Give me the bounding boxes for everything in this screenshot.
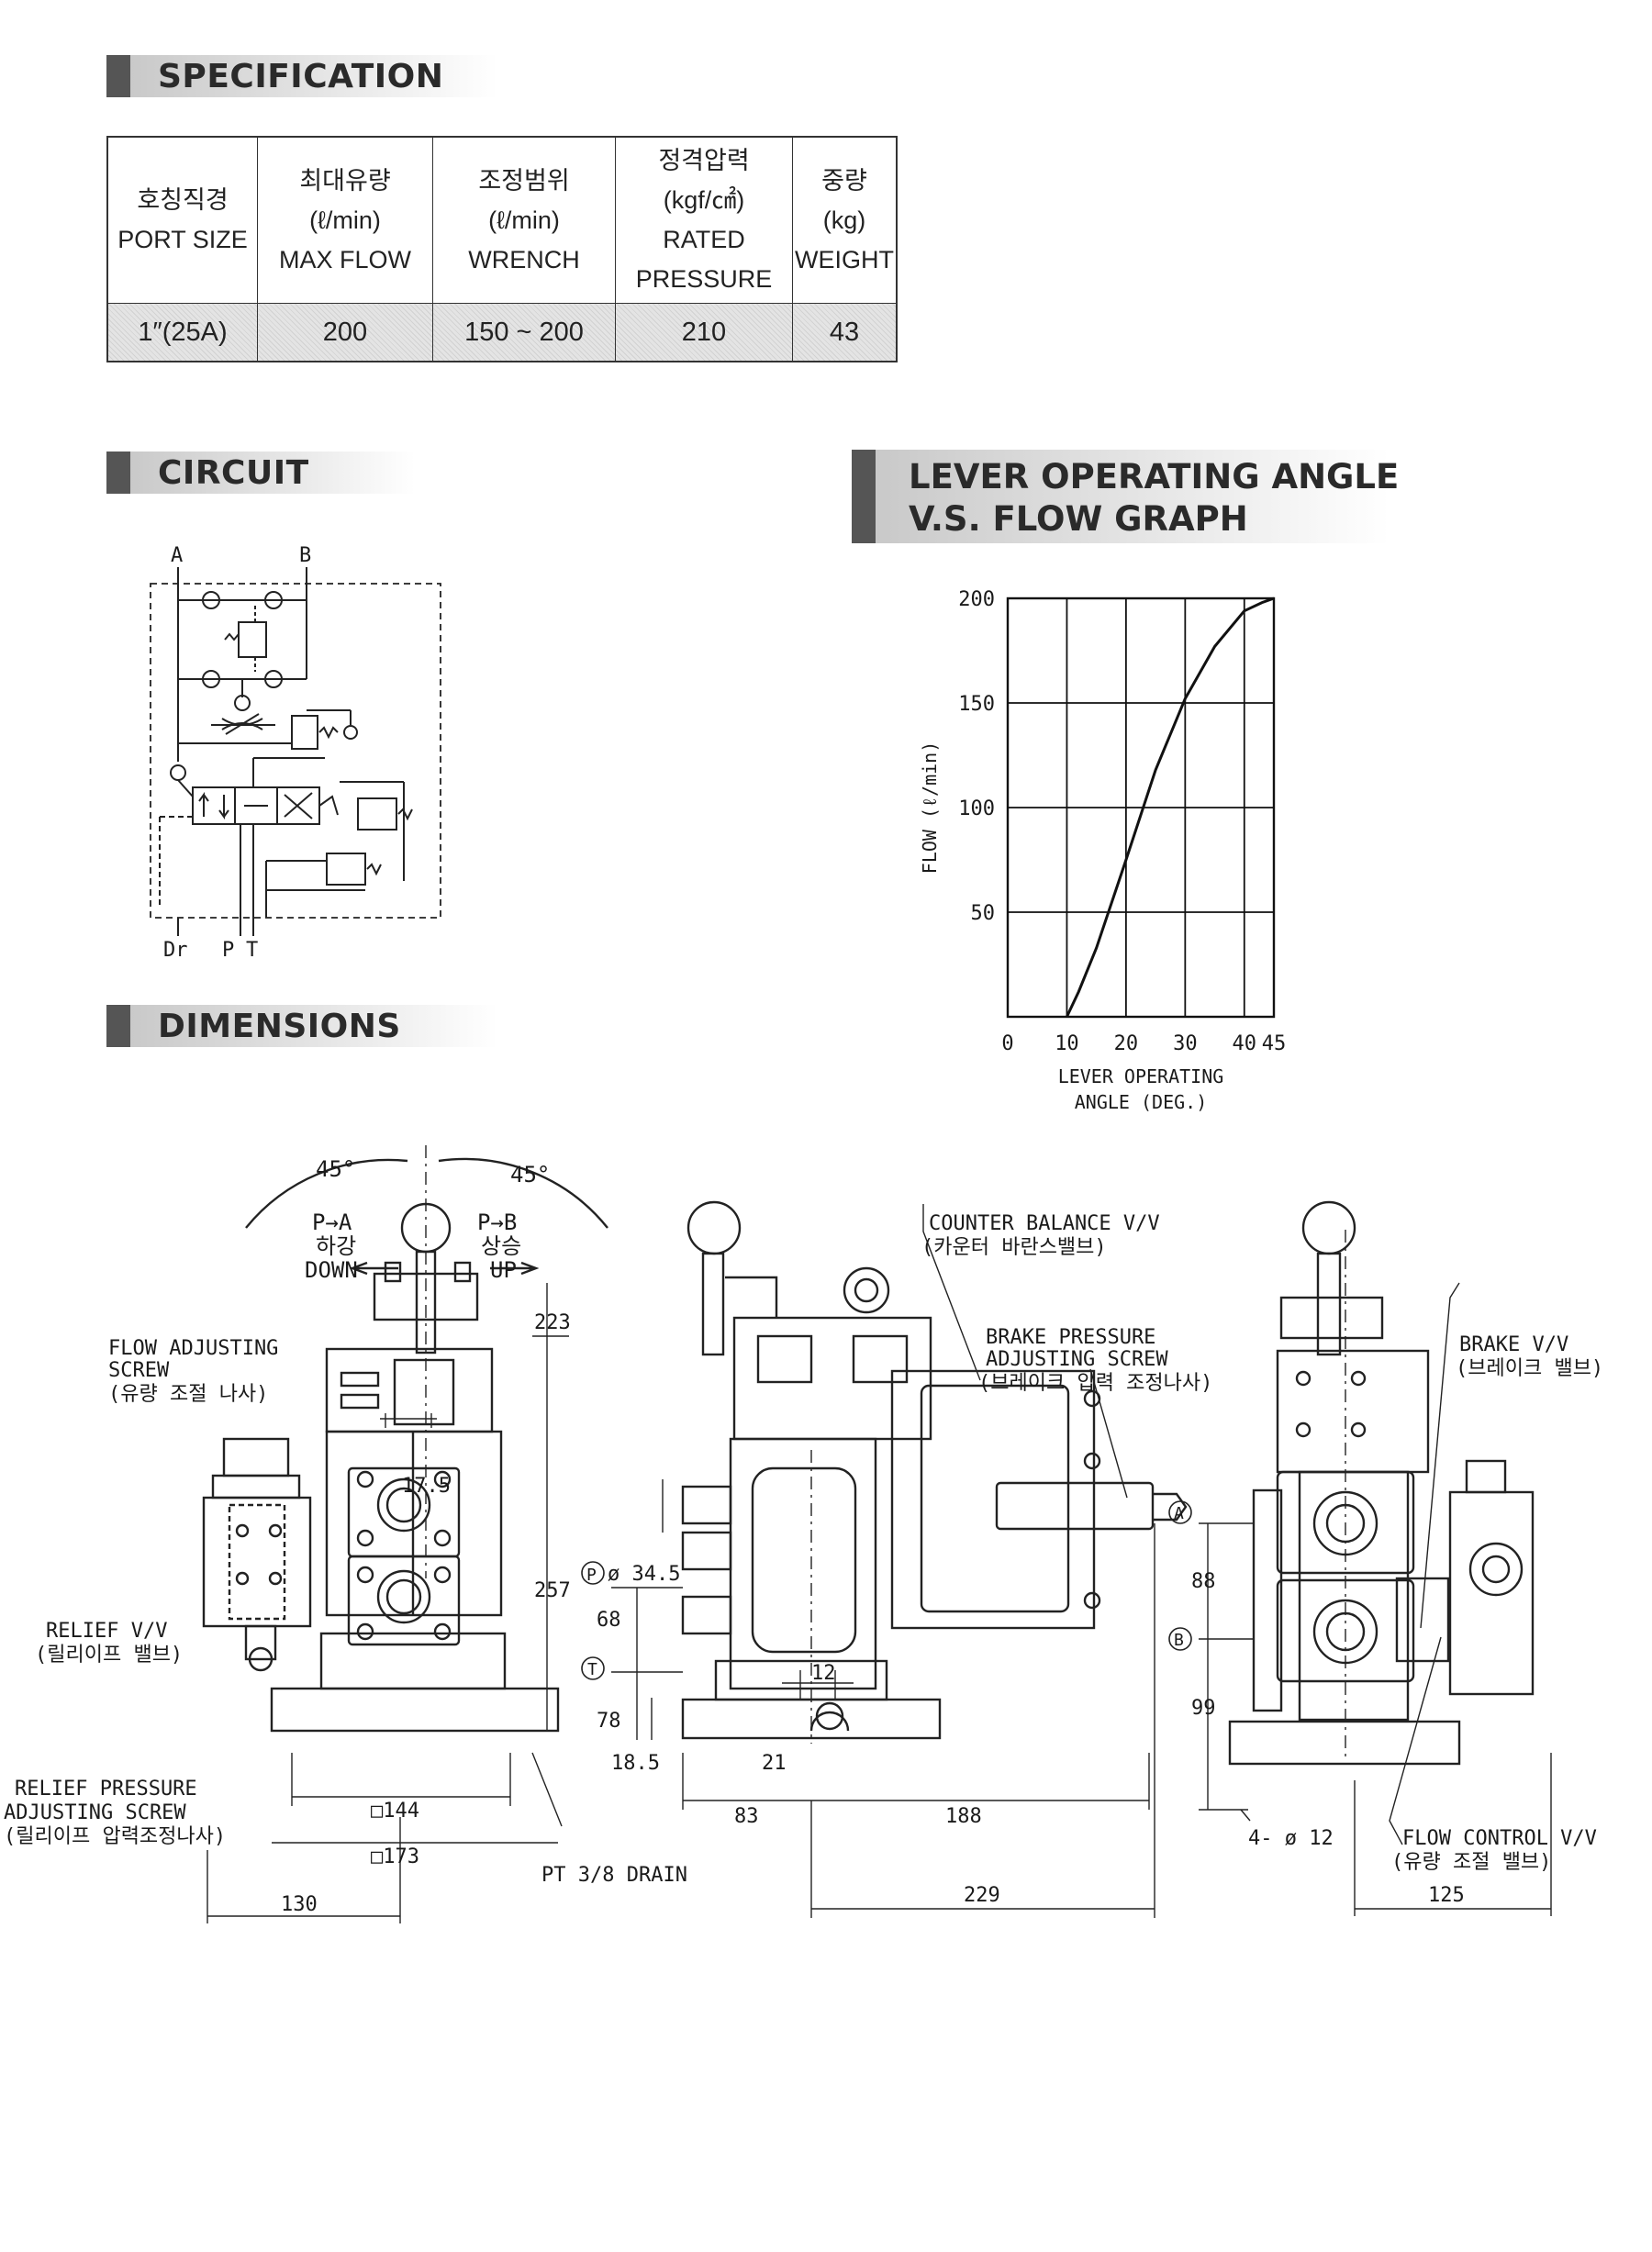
- label-relief-vv-1: RELIEF V/V: [46, 1620, 167, 1643]
- dim-angle-left: 45°: [316, 1156, 355, 1182]
- circuit-diagram: A B Dr P T: [150, 544, 441, 962]
- spec-value-port-size: 1″(25A): [106, 303, 258, 362]
- section-title: DIMENSIONS: [158, 1007, 401, 1045]
- circuit-port-b: B: [299, 544, 311, 567]
- series-line: [1066, 596, 1275, 1018]
- label-brake-pressure-1: BRAKE PRESSURE: [986, 1326, 1155, 1349]
- dim-229: 229: [964, 1884, 1000, 1907]
- label-counter-balance-2: (카운터 바란스밸브): [921, 1236, 1107, 1259]
- port-label-p: P: [586, 1566, 597, 1585]
- spec-value-wrench: 150 ~ 200: [432, 303, 616, 362]
- spec-header-cell: 조정범위(ℓ/min)WRENCH: [432, 136, 616, 304]
- dim-99: 99: [1191, 1697, 1216, 1720]
- dim-188: 188: [945, 1805, 982, 1828]
- label-flow-control-1: FLOW CONTROL V/V: [1402, 1827, 1597, 1850]
- label-relief-vv-2: (릴리이프 밸브): [35, 1644, 183, 1667]
- dimensions-drawing: 45° 45° P→A 하강 DOWN P→B 상승 UP FLOW ADJUS…: [4, 1145, 1603, 1923]
- y-tick-label: 100: [958, 797, 995, 820]
- x-axis-label-line2: ANGLE (DEG.): [1075, 1091, 1208, 1113]
- circuit-port-p: P: [222, 939, 234, 962]
- y-axis-label: FLOW (ℓ/min): [919, 741, 941, 874]
- port-label-b: B: [1174, 1631, 1184, 1650]
- section-header-circuit: CIRCUIT: [106, 452, 415, 494]
- dim-78: 78: [597, 1710, 621, 1733]
- dim-holes: 4- ø 12: [1248, 1827, 1334, 1850]
- dim-125: 125: [1428, 1884, 1465, 1907]
- section-title: SPECIFICATION: [158, 57, 444, 95]
- x-tick-label: 45: [1262, 1032, 1287, 1055]
- spec-header-cell: 최대유량(ℓ/min)MAX FLOW: [257, 136, 433, 304]
- dim-21: 21: [762, 1752, 787, 1775]
- label-flow-adjusting-2: SCREW: [108, 1359, 170, 1382]
- section-header-dimensions: DIMENSIONS: [106, 1005, 497, 1047]
- dim-130: 130: [281, 1893, 318, 1916]
- x-tick-label: 0: [1001, 1032, 1013, 1055]
- spec-value-max-flow: 200: [257, 303, 433, 362]
- dim-right-direction: P→B: [477, 1210, 517, 1235]
- circuit-port-dr: Dr: [163, 939, 188, 962]
- dim-left-direction: P→A: [312, 1210, 352, 1235]
- section-title: CIRCUIT: [158, 453, 309, 492]
- x-tick-label: 20: [1114, 1032, 1139, 1055]
- dim-34-5: ø 34.5: [608, 1563, 680, 1586]
- port-label-t: T: [587, 1660, 597, 1679]
- dim-83: 83: [734, 1805, 759, 1828]
- circuit-port-a: A: [171, 544, 183, 567]
- dim-right-en: UP: [490, 1257, 517, 1283]
- dim-left-ko: 하강: [316, 1233, 356, 1259]
- label-relief-pressure-3: (릴리이프 압력조정나사): [4, 1825, 226, 1848]
- dim-257: 257: [534, 1579, 571, 1602]
- label-relief-pressure-2: ADJUSTING SCREW: [4, 1801, 186, 1824]
- circuit-port-t: T: [246, 939, 258, 962]
- label-brake-pressure-2: ADJUSTING SCREW: [986, 1348, 1168, 1371]
- dim-17-5: 17.5: [402, 1475, 451, 1498]
- x-axis-label-line1: LEVER OPERATING: [1058, 1065, 1224, 1087]
- dim-18-5: 18.5: [611, 1752, 660, 1775]
- x-tick-label: 30: [1173, 1032, 1198, 1055]
- label-flow-adjusting-1: FLOW ADJUSTING: [108, 1337, 278, 1360]
- graph-title-line2: V.S. FLOW GRAPH: [909, 499, 1248, 539]
- dim-right-ko: 상승: [481, 1233, 521, 1259]
- x-tick-label: 40: [1233, 1032, 1257, 1055]
- dim-144: □144: [371, 1800, 419, 1823]
- dim-223: 223: [534, 1311, 571, 1334]
- port-label-a: A: [1174, 1504, 1184, 1523]
- y-tick-label: 50: [971, 902, 996, 925]
- section-header-graph: LEVER OPERATING ANGLE V.S. FLOW GRAPH: [852, 450, 1399, 543]
- label-flow-adjusting-3: (유량 조절 나사): [108, 1383, 268, 1406]
- dim-68: 68: [597, 1609, 621, 1632]
- label-relief-pressure-1: RELIEF PRESSURE: [15, 1778, 197, 1800]
- dim-173: □173: [371, 1845, 419, 1868]
- label-brake-vv-2: (브레이크 밸브): [1456, 1357, 1603, 1380]
- spec-value-row: 1″(25A) 200 150 ~ 200 210 43: [106, 303, 898, 362]
- dim-12: 12: [811, 1662, 836, 1685]
- x-tick-label: 10: [1055, 1032, 1079, 1055]
- dim-88: 88: [1191, 1570, 1216, 1593]
- graph-title-line1: LEVER OPERATING ANGLE: [909, 457, 1400, 496]
- dim-left-en: DOWN: [305, 1257, 358, 1283]
- label-brake-pressure-3: (브레이크 압력 조정나사): [978, 1372, 1212, 1395]
- y-tick-label: 200: [958, 588, 995, 611]
- y-tick-label: 150: [958, 693, 995, 716]
- label-brake-vv-1: BRAKE V/V: [1459, 1333, 1568, 1356]
- spec-header-cell: 중량(kg)WEIGHT: [792, 136, 898, 304]
- spec-value-weight: 43: [792, 303, 898, 362]
- label-drain: PT 3/8 DRAIN: [541, 1864, 687, 1887]
- spec-value-pressure: 210: [615, 303, 793, 362]
- section-header-specification: SPECIFICATION: [106, 55, 497, 97]
- label-counter-balance-1: COUNTER BALANCE V/V: [929, 1212, 1160, 1235]
- chart-grid: [1006, 596, 1276, 1019]
- label-flow-control-2: (유량 조절 밸브): [1391, 1851, 1551, 1874]
- dim-angle-right: 45°: [510, 1162, 550, 1187]
